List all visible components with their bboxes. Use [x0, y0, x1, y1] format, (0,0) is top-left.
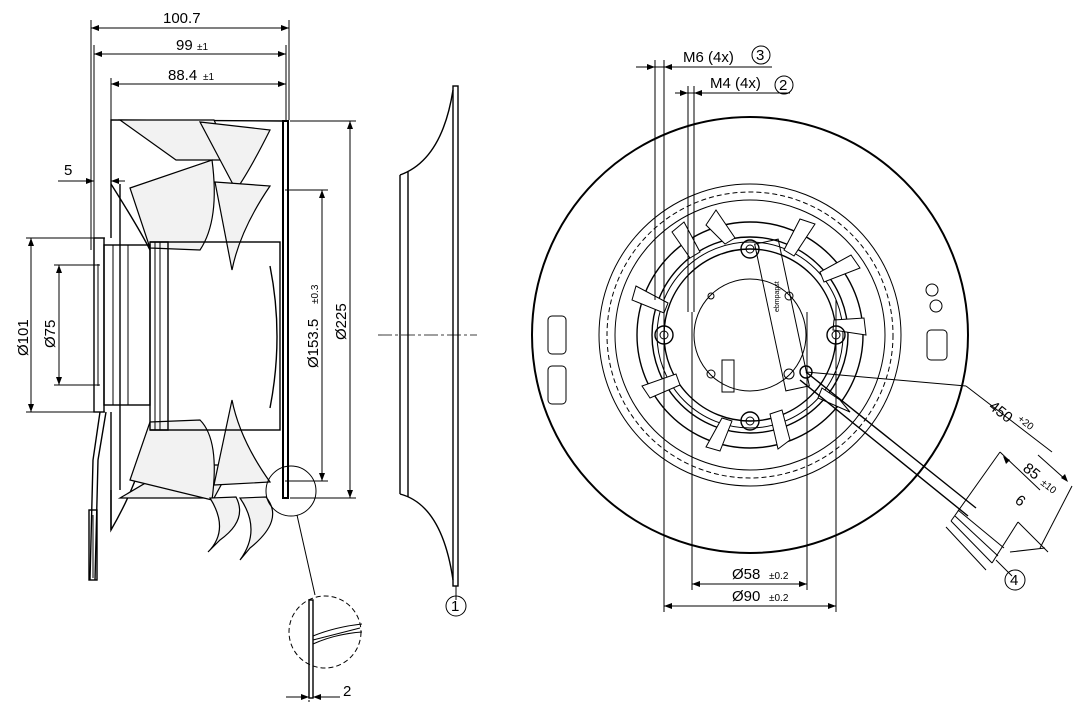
cable-exit [799, 371, 1005, 571]
dim-m4: M4 (4x) [710, 75, 761, 92]
dim-width-88: 88.4 [168, 67, 197, 84]
dim-d75: Ø75 [42, 320, 59, 348]
dim-d153-tol: ±0.3 [310, 284, 321, 304]
dim-5: 5 [64, 162, 72, 179]
dim-m6: M6 (4x) [683, 49, 734, 66]
dim-d153: Ø153.5 [305, 319, 322, 368]
inlet-ring-section: 1 [378, 85, 477, 617]
dim-85-tol: ±10 [1038, 478, 1058, 497]
callout-m4: 2 [779, 77, 787, 94]
dim-6: 6 [1012, 492, 1029, 511]
dim-cable-450: 450 [986, 398, 1016, 427]
front-view: ebmpapst M6 (4x) 3 M4 (4x) 2 [531, 45, 1073, 612]
dim-width-99: 99 [176, 37, 193, 54]
callout-wires: 4 [1010, 572, 1018, 589]
dim-d225: Ø225 [333, 303, 350, 340]
detail-dim-2: 2 [343, 683, 351, 700]
dim-d90-tol: ±0.2 [769, 593, 789, 604]
dim-d58: Ø58 [732, 566, 760, 583]
brand-label: ebmpapst [774, 281, 781, 312]
side-view: 100.7 99 ±1 88.4 ±1 5 Ø101 Ø75 [15, 10, 363, 702]
impeller-spokes [631, 209, 867, 452]
dim-width-88-tol: ±1 [203, 72, 214, 83]
dim-cable-450-tol: +20 [1015, 414, 1035, 433]
callout-inlet-ring: 1 [451, 598, 459, 615]
dim-d58-tol: ±0.2 [769, 571, 789, 582]
dim-width-99-tol: ±1 [197, 42, 208, 53]
dim-overall-width: 100.7 [163, 10, 201, 27]
detail-view: 2 [286, 595, 363, 702]
impeller-side-outline [88, 119, 317, 596]
callout-m6: 3 [756, 47, 764, 64]
dim-85: 85 [1020, 460, 1044, 484]
dim-d90: Ø90 [732, 588, 760, 605]
hub-bosses: ebmpapst [547, 238, 948, 431]
dim-d101: Ø101 [15, 319, 32, 356]
